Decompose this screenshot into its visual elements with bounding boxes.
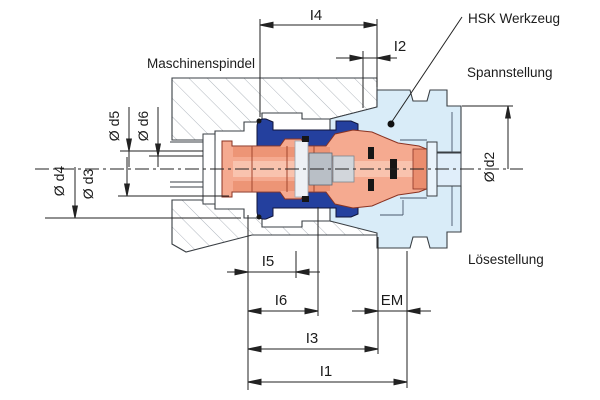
label-hsk-tool: HSK Werkzeug bbox=[468, 11, 560, 26]
dia-label-d4: Ø d4 bbox=[51, 166, 67, 197]
text-labels: I4 I2 I5 I6 EM I3 I1 Ø d5 Ø d6 Ø d4 Ø d3… bbox=[51, 7, 560, 380]
dimension-i4 bbox=[259, 19, 378, 117]
drawbar-shade-top bbox=[233, 147, 330, 157]
dimension-d4 bbox=[45, 167, 241, 219]
dimension-i6 bbox=[247, 307, 319, 315]
label-released-position: Lösestellung bbox=[468, 252, 544, 267]
dimension-i1 bbox=[247, 378, 408, 386]
label-machine-spindle: Maschinenspindel bbox=[147, 56, 255, 71]
dia-label-d3: Ø d3 bbox=[80, 169, 96, 200]
dim-label-i2: I2 bbox=[394, 38, 407, 55]
leader-dot bbox=[387, 120, 395, 128]
dim-label-i1: I1 bbox=[320, 363, 333, 380]
dim-label-i4: I4 bbox=[310, 7, 323, 24]
dimension-i5 bbox=[227, 268, 320, 276]
label-clamped-position: Spannstellung bbox=[467, 65, 553, 80]
hsk-tool-detail-lines bbox=[380, 112, 453, 226]
dim-label-i6: I6 bbox=[275, 292, 288, 309]
spindle-lower-half bbox=[171, 199, 378, 253]
dim-label-i5: I5 bbox=[262, 253, 275, 270]
bottom-extension-lines bbox=[247, 207, 408, 390]
hsk-tool-leader bbox=[387, 16, 463, 128]
dim-label-i3: I3 bbox=[306, 330, 319, 347]
dimension-i3 bbox=[247, 345, 379, 353]
collet-corner-seal-bottom bbox=[256, 214, 262, 220]
dimension-em bbox=[352, 307, 431, 315]
drawbar-shade-bottom bbox=[233, 181, 330, 191]
dia-label-d6: Ø d6 bbox=[135, 111, 151, 142]
dimension-d6 bbox=[149, 107, 203, 167]
dimension-d5 bbox=[120, 107, 203, 167]
collet-corner-seal-top bbox=[256, 118, 262, 124]
dia-label-d2: Ø d2 bbox=[481, 152, 497, 183]
drawbar-core-highlight bbox=[233, 161, 432, 177]
dia-label-d5: Ø d5 bbox=[106, 111, 122, 142]
dim-label-em: EM bbox=[381, 292, 404, 309]
dimension-lines bbox=[45, 19, 513, 390]
dimension-i2 bbox=[336, 51, 397, 108]
dimension-d2 bbox=[462, 105, 513, 169]
dimension-d3 bbox=[118, 157, 229, 197]
